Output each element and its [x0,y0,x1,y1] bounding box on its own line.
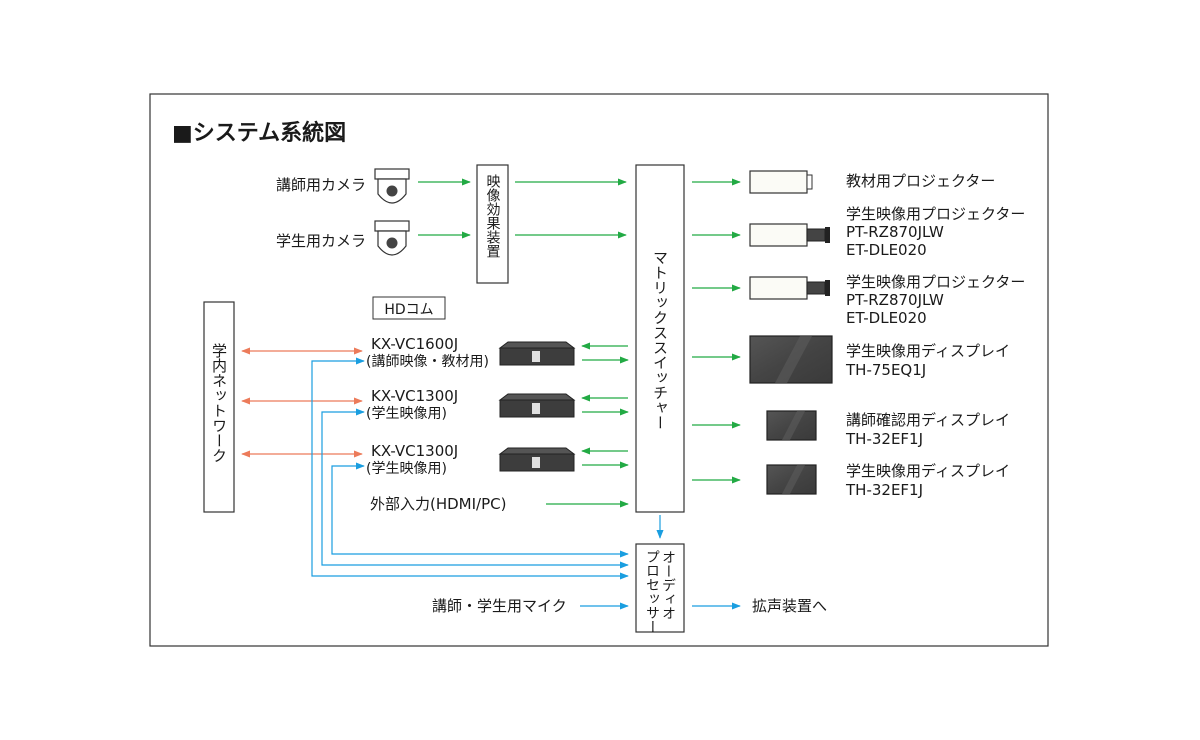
projector-1-icon [749,170,813,194]
codec2-device-icon [498,393,576,418]
codec2-model: KX-VC1300J [371,387,458,405]
mic-label: 講師・学生用マイク [432,597,567,615]
projector-2-icon [749,223,830,247]
matrix-switcher-label: マトリックススイッチャー [651,250,669,430]
teacher-camera-label: 講師用カメラ [276,176,366,194]
network-label: 学内ネットワーク [210,343,228,463]
output-2-line3: ET-DLE020 [846,241,927,259]
hdcom-box [372,296,446,320]
codec1-purpose: (講師映像・教材用) [366,354,489,370]
codec3-purpose: (学生映像用) [366,461,447,477]
network-box [203,301,235,513]
output-1-line1: 教材用プロジェクター [846,172,995,190]
teacher-camera-icon [374,168,410,204]
output-5-line2: TH-32EF1J [845,430,923,448]
codec3-device-icon [498,447,576,472]
codec3-model: KX-VC1300J [371,442,458,460]
codec1-model: KX-VC1600J [371,335,458,353]
audio-processor-line1: オーディオ [660,550,676,620]
output-4-line1: 学生映像用ディスプレイ [846,342,1010,360]
codec2-purpose: (学生映像用) [366,406,447,422]
output-3-line3: ET-DLE020 [846,309,927,327]
speaker-out-label: 拡声装置へ [752,597,827,615]
output-6-line1: 学生映像用ディスプレイ [846,462,1010,480]
output-5-line1: 講師確認用ディスプレイ [846,411,1010,429]
student-camera-icon [374,220,410,256]
display-small-2-icon [766,464,817,495]
output-4-line2: TH-75EQ1J [845,361,926,379]
output-2-line1: 学生映像用プロジェクター [846,205,1025,223]
effects-box [476,164,509,284]
display-large-icon [749,335,833,384]
hdcom-label: HDコム [384,302,433,318]
output-3-line2: PT-RZ870JLW [846,291,944,309]
audio-line-codec1 [311,357,629,580]
external-input-label: 外部入力(HDMI/PC) [370,495,506,513]
codec1-device-icon [498,341,576,366]
display-small-1-icon [766,410,817,441]
output-3-line1: 学生映像用プロジェクター [846,273,1025,291]
audio-processor-line2: プロセッサー [644,550,660,634]
student-camera-label: 学生用カメラ [276,232,366,250]
matrix-switcher-box [635,164,685,513]
output-2-line2: PT-RZ870JLW [846,223,944,241]
effects-box-label: 映像効果装置 [485,174,501,258]
projector-3-icon [749,276,830,300]
output-6-line2: TH-32EF1J [845,481,923,499]
audio-processor-label: オーディオ プロセッサー [644,550,676,634]
audio-processor-box [635,543,685,633]
diagram-title: ■システム系統図 [172,120,346,146]
